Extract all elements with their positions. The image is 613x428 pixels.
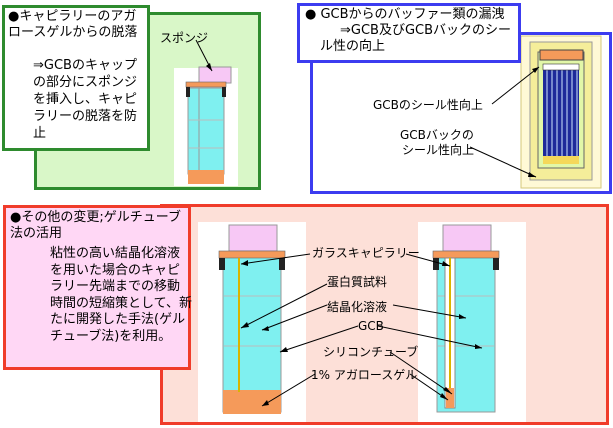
- sponge-tube-body: [187, 87, 225, 175]
- gcb-capillaries: [546, 66, 578, 158]
- gcb-label: GCB: [358, 319, 384, 333]
- right-tube-cap: [432, 250, 500, 259]
- left-tube-agarose: [223, 390, 281, 414]
- seal-arrowhead: [532, 67, 539, 73]
- sponge-tube-gel: [188, 170, 224, 184]
- seal-panel-title: ● GCBからのバッファー類の漏洩: [305, 7, 505, 22]
- seal-panel-line1: ⇒GCB及びGCBバックのシー: [340, 23, 512, 38]
- gel-tube-panel-textbox: [3, 205, 191, 370]
- glass-capillary-label: ガラスキャピラリー: [312, 246, 420, 260]
- bag-improvement-label-2: シール性向上: [402, 143, 475, 157]
- leader-lines: [240, 253, 483, 407]
- right-tube-clip-left: [433, 258, 439, 270]
- sponge-arrowhead: [206, 63, 212, 71]
- sponge-tube-clip-right: [222, 87, 226, 97]
- gcb-capillary-block: [543, 64, 579, 160]
- right-tube-clip-right: [493, 258, 499, 270]
- sponge-tube-cap: [185, 81, 227, 88]
- gcb-seal-strip: [542, 63, 580, 71]
- gcb-cap: [539, 49, 584, 61]
- left-tube-sponge: [228, 224, 278, 252]
- bag-improvement-label-1: GCBバックの: [400, 128, 474, 142]
- bag-arrowhead: [528, 172, 536, 177]
- left-tube-cap: [218, 250, 286, 259]
- sponge-label: スポンジ: [160, 31, 209, 45]
- bag-arrow: [469, 146, 537, 178]
- right-tube-agarose: [446, 388, 454, 408]
- gcb-bottom-gel: [543, 156, 579, 164]
- sponge-tube-clip-left: [186, 87, 190, 97]
- seal-panel-textbox: [297, 3, 521, 63]
- silicone-tube-label: シリコンチューブ: [323, 345, 419, 359]
- gel-tube-panel-title: ●その他の変更;ゲルチューブ法の活用: [10, 210, 181, 241]
- left-tube-clip-left: [219, 258, 225, 270]
- gel-tube-panel-body: 粘性の高い結晶化溶液を用いた場合のキャピラリー先端までの移動時間の短縮策として、…: [50, 246, 192, 344]
- sponge-panel-body: ⇒GCBのキャップの部分にスポンジを挿入し、キャピラリーの脱落を防止: [33, 58, 138, 141]
- crystallization-solution-label: 結晶化溶液: [327, 300, 388, 314]
- sponge-panel-textbox: [2, 5, 150, 151]
- seal-arrow: [491, 66, 540, 105]
- seal-improvement-label: GCBのシール性向上: [373, 98, 483, 112]
- leader-arrowheads: [241, 260, 482, 406]
- left-tube-body: [222, 255, 282, 413]
- right-tube-sponge: [442, 224, 492, 252]
- left-tube-clip-right: [279, 258, 285, 270]
- agarose-gel-label: 1% アガロースゲル: [311, 368, 418, 382]
- sponge-panel-title: ●キャピラリーのアガロースゲルからの脱落: [8, 9, 138, 40]
- protein-sample-label: 蛋白質試料: [327, 275, 388, 289]
- seal-panel-line2: ル性の向上: [320, 39, 386, 54]
